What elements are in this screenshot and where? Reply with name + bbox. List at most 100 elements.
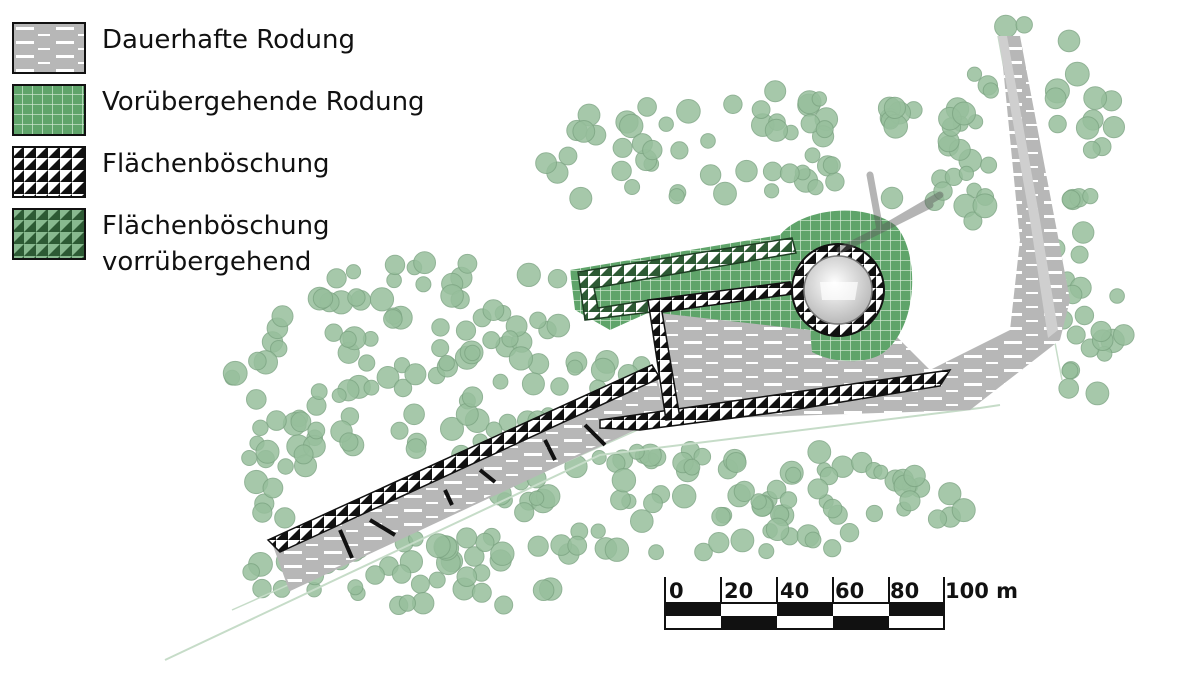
tree <box>398 594 416 612</box>
tree <box>248 351 267 371</box>
tree <box>880 186 904 210</box>
tree <box>310 383 328 401</box>
tree <box>410 574 430 594</box>
tree <box>1082 188 1099 205</box>
tree <box>972 193 998 219</box>
tree <box>527 535 549 557</box>
tree <box>825 172 845 192</box>
tree <box>733 480 755 502</box>
tree <box>404 363 427 386</box>
tree <box>643 493 663 514</box>
tree <box>324 323 343 342</box>
tree <box>262 477 284 499</box>
tree <box>1085 381 1110 406</box>
tree <box>516 262 541 287</box>
tree <box>766 479 787 500</box>
tree <box>440 284 464 308</box>
tree <box>822 156 841 175</box>
tree <box>683 458 701 476</box>
tree <box>347 288 366 307</box>
tree <box>823 539 842 558</box>
tree <box>994 14 1018 39</box>
tree <box>1058 378 1079 399</box>
tree <box>764 183 780 199</box>
tree <box>804 147 821 164</box>
tree <box>431 339 450 358</box>
tree <box>815 120 834 139</box>
tree <box>266 410 287 431</box>
tree <box>482 331 501 350</box>
tree <box>456 566 478 588</box>
tree <box>1066 325 1086 345</box>
tree <box>807 179 824 196</box>
tree <box>611 468 637 493</box>
tree <box>819 466 839 486</box>
scale-tick-label: 100 m <box>945 579 1019 603</box>
tree <box>672 484 697 509</box>
tree <box>723 94 743 115</box>
tree <box>822 498 843 519</box>
tree <box>252 578 272 599</box>
tree <box>222 360 248 386</box>
tree <box>1061 189 1081 209</box>
tree <box>938 482 962 506</box>
tree <box>668 188 685 205</box>
tree <box>339 432 359 452</box>
tree <box>475 532 495 553</box>
tree <box>676 99 701 124</box>
scale-tick-label: 60 <box>835 579 865 603</box>
tree <box>1083 86 1108 110</box>
tree <box>624 179 641 195</box>
scale-tick-label: 20 <box>724 579 754 603</box>
tree <box>730 528 755 553</box>
tree <box>501 330 519 348</box>
tree <box>482 299 505 322</box>
tree <box>365 565 385 585</box>
embankment <box>266 281 952 559</box>
tree <box>566 359 583 376</box>
tree <box>1082 140 1101 159</box>
tree <box>811 91 827 107</box>
tree <box>765 517 790 541</box>
tree <box>693 447 712 466</box>
tree <box>1015 16 1033 34</box>
tree <box>1074 305 1095 326</box>
temporary-embankment <box>577 237 797 321</box>
tree <box>413 251 437 275</box>
tree <box>804 531 822 549</box>
tree <box>245 389 267 410</box>
tree <box>952 101 976 126</box>
tree <box>494 595 514 615</box>
tree <box>390 421 409 440</box>
tree <box>807 440 832 464</box>
tree <box>725 452 747 473</box>
tree <box>735 159 758 183</box>
tree <box>431 318 450 337</box>
tree <box>933 181 953 201</box>
tree <box>762 161 783 182</box>
tree <box>271 305 294 328</box>
tree <box>369 287 395 312</box>
tree <box>1075 116 1100 140</box>
tree <box>492 373 509 390</box>
tree <box>963 211 983 231</box>
tree <box>464 344 481 362</box>
tree <box>277 458 294 475</box>
tree <box>1109 288 1125 304</box>
tree <box>903 464 926 488</box>
tree <box>1102 116 1126 139</box>
tree <box>567 535 588 556</box>
tree <box>630 509 654 533</box>
tree <box>490 541 515 566</box>
tree <box>779 491 798 509</box>
tree <box>758 543 775 560</box>
tree <box>839 523 860 543</box>
tree <box>764 118 789 142</box>
tree <box>1064 61 1090 87</box>
turbine-foundation <box>791 171 944 337</box>
tree <box>425 533 451 559</box>
tree <box>274 507 296 529</box>
tree <box>951 498 976 523</box>
tree <box>347 579 364 596</box>
tree <box>383 309 403 329</box>
